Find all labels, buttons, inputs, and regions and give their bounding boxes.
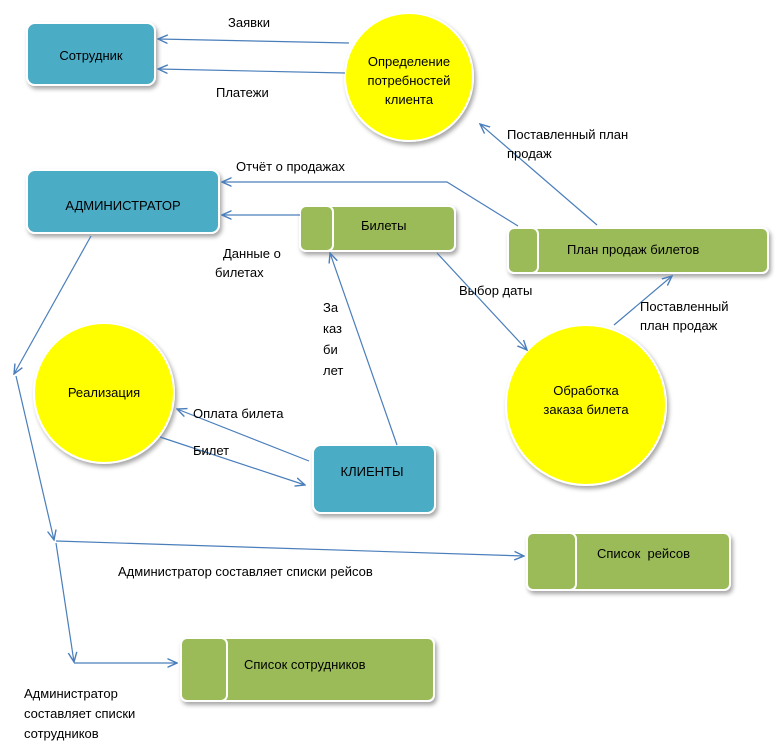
needs-process xyxy=(344,12,474,142)
admin-staff-line-1: Администратор xyxy=(24,686,118,701)
flow-sales-report-label: Отчёт о продажах xyxy=(236,159,345,174)
ordered-line-2: каз xyxy=(323,321,343,336)
flow-ticket-data-label: Данные о билетах xyxy=(215,244,281,282)
arrow-requests xyxy=(158,39,350,43)
order-processing-line-1: Обработка xyxy=(553,383,619,398)
sales-plan-store-label: План продаж билетов xyxy=(567,242,700,257)
order-processing-process xyxy=(505,324,667,486)
employee-label: Сотрудник xyxy=(27,46,155,65)
admin-staff-line-3: сотрудников xyxy=(24,726,99,741)
arrow-plan-delivered xyxy=(613,276,672,326)
arrow-to-staff-branch xyxy=(55,542,74,662)
ordered-line-4: лет xyxy=(323,363,344,378)
flights-store-label: Список рейсов xyxy=(597,546,690,561)
arrow-to-flights-branch xyxy=(15,375,54,540)
arrow-ticket xyxy=(159,436,305,485)
flow-delivered-plan-right-label: Поставленный план продаж xyxy=(640,297,729,335)
tickets-store xyxy=(299,205,456,252)
realization-text: Реализация xyxy=(67,385,141,400)
admin-label: АДМИНИСТРАТОР xyxy=(27,196,219,215)
arrow-date-choice xyxy=(436,252,527,350)
flow-delivered-plan-top-label: Поставленный план продаж xyxy=(507,125,628,163)
delivered-plan-top-line-2: продаж xyxy=(507,146,552,161)
admin-text: АДМИНИСТРАТОР xyxy=(65,198,181,213)
flow-date-choice-label: Выбор даты xyxy=(459,283,533,298)
order-processing-label: Обработка заказа билета xyxy=(506,381,666,419)
flow-ordered-label: За каз би лет xyxy=(323,297,343,381)
needs-line-2: потребностей xyxy=(367,73,451,88)
flow-requests-label: Заявки xyxy=(228,15,270,30)
arrow-ticket-payment xyxy=(177,409,310,462)
flow-payments-label: Платежи xyxy=(216,85,269,100)
needs-line-1: Определение xyxy=(367,54,451,69)
arrow-payments xyxy=(158,69,346,73)
order-processing-line-2: заказа билета xyxy=(543,402,629,417)
realization-label: Реализация xyxy=(34,383,174,402)
employee-text: Сотрудник xyxy=(59,48,123,63)
admin-entity xyxy=(26,169,220,234)
arrow-admin-down xyxy=(14,235,92,374)
realization-process xyxy=(33,322,175,464)
admin-staff-line-2: составляет списки xyxy=(24,706,136,721)
clients-text: КЛИЕНТЫ xyxy=(340,464,404,479)
flights-store xyxy=(526,532,731,591)
ticket-data-line-2: билетах xyxy=(215,265,264,280)
arrow-ordered xyxy=(330,253,398,446)
needs-line-3: клиента xyxy=(384,92,434,107)
clients-label: КЛИЕНТЫ xyxy=(313,462,431,481)
flow-admin-staff-label: Администратор составляет списки сотрудни… xyxy=(24,684,135,744)
ordered-line-1: За xyxy=(323,300,339,315)
delivered-plan-right-line-2: план продаж xyxy=(640,318,718,333)
staff-store-label: Список сотрудников xyxy=(244,657,366,672)
employee-entity xyxy=(26,22,156,86)
arrow-plan-to-needs xyxy=(480,124,598,226)
delivered-plan-top-line-1: Поставленный план xyxy=(507,127,629,142)
staff-store xyxy=(180,637,435,702)
arrow-flights xyxy=(55,540,524,556)
needs-label: Определение потребностей клиента xyxy=(345,52,473,109)
ordered-line-3: би xyxy=(323,342,338,357)
clients-entity xyxy=(312,444,436,514)
sales-plan-store xyxy=(507,227,769,274)
delivered-plan-right-line-1: Поставленный xyxy=(640,299,729,314)
tickets-store-label: Билеты xyxy=(361,218,407,233)
flow-admin-flights-label: Администратор составляет списки рейсов xyxy=(118,564,373,579)
ticket-data-line-1: Данные о xyxy=(223,246,281,261)
arrow-sales-report xyxy=(222,182,519,227)
flow-ticket-payment-label: Оплата билета xyxy=(193,406,284,421)
flow-ticket-label: Билет xyxy=(193,443,230,458)
